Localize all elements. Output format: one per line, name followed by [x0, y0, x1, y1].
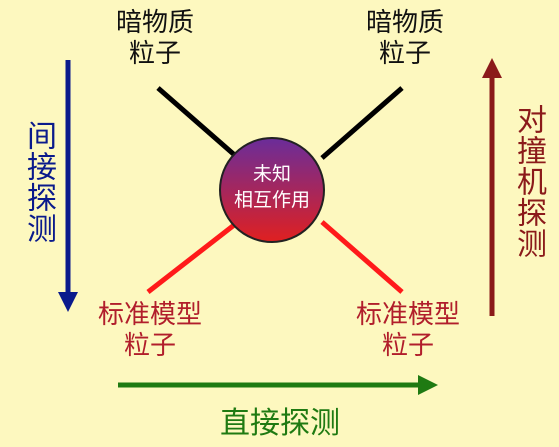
direct-detection-label: 直接探测	[220, 406, 340, 441]
sm-right-line2: 粒子	[381, 331, 434, 362]
vertex-label-line2: 相互作用	[233, 188, 310, 211]
dark-matter-label-left: 暗物质 粒子	[100, 8, 210, 70]
sm-line-left	[146, 220, 240, 294]
sm-label-right: 标准模型 粒子	[343, 300, 473, 362]
dark-matter-left-line2: 粒子	[128, 39, 181, 70]
sm-right-line1: 标准模型	[355, 300, 460, 330]
dark-matter-line-right	[320, 86, 404, 160]
vertex-label-line1: 未知	[252, 163, 291, 185]
sm-left-line2: 粒子	[123, 331, 176, 362]
dark-matter-line-left	[156, 86, 240, 160]
interaction-vertex	[219, 137, 325, 243]
sm-left-line1: 标准模型	[97, 300, 202, 330]
dark-matter-label-right: 暗物质 粒子	[350, 8, 460, 70]
dark-matter-left-line1: 暗物质	[115, 8, 194, 38]
dark-matter-right-line1: 暗物质	[365, 8, 444, 38]
sm-label-left: 标准模型 粒子	[85, 300, 215, 362]
dark-matter-right-line2: 粒子	[378, 39, 431, 70]
indirect-detection-label: 间接探测	[21, 120, 56, 244]
vertex-label: 未知 相互作用	[222, 162, 322, 213]
sm-line-right	[320, 220, 404, 294]
collider-detection-label: 对撞机探测	[511, 104, 546, 259]
